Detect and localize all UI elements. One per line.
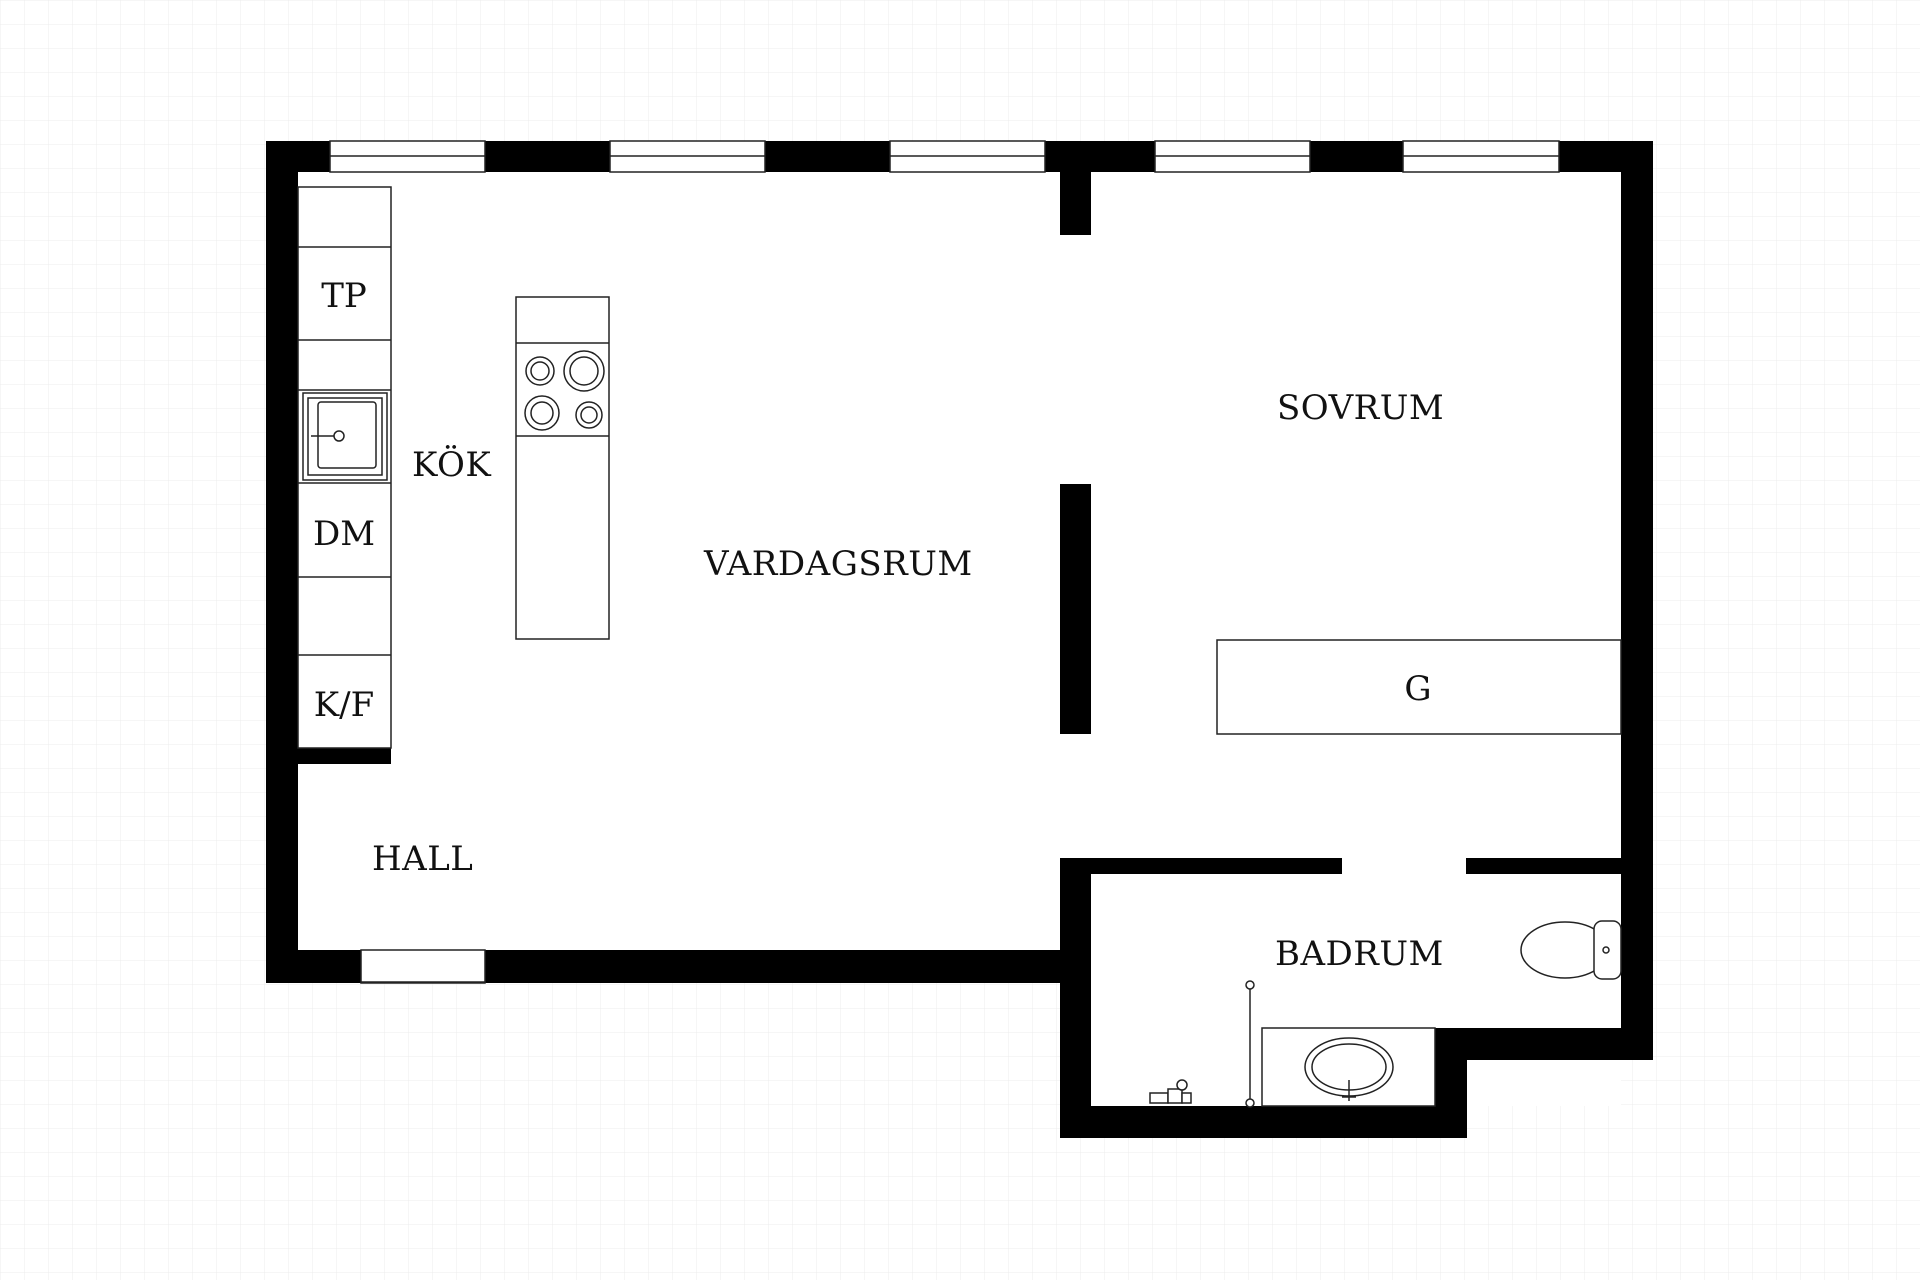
bathroom-step-wall <box>1435 1028 1653 1060</box>
room-label-sovrum: SOVRUM <box>1277 388 1444 428</box>
windows <box>329 140 1560 173</box>
bedroom-partition <box>1060 484 1091 734</box>
kitchen-island <box>515 296 610 640</box>
fixture-label-g: G <box>1404 669 1431 709</box>
kitchen-sink <box>302 392 388 481</box>
fixture-label-kf: K/F <box>314 685 374 725</box>
bottom-wall <box>485 950 1090 983</box>
top-wall-segment <box>765 141 890 172</box>
hob-icon <box>524 350 605 431</box>
shower-mixer-icon <box>1149 1079 1192 1104</box>
bathroom-left-wall <box>1060 858 1091 1138</box>
wardrobe <box>1216 639 1622 735</box>
entrance-door <box>360 949 486 984</box>
right-wall <box>1621 141 1653 1060</box>
top-wall-segment <box>485 141 610 172</box>
bathroom-bottom-wall <box>1060 1106 1467 1138</box>
partition-top-stub <box>1060 172 1091 235</box>
room-label-vardagsrum: VARDAGSRUM <box>703 544 973 584</box>
kitchen-end-wall <box>298 748 391 764</box>
toilet-icon <box>1520 920 1622 980</box>
left-wall <box>266 141 298 983</box>
top-wall-segment <box>1310 141 1403 172</box>
washbasin-icon <box>1261 1027 1436 1107</box>
shower-rail-icon <box>1245 980 1255 1108</box>
bathroom-top-wall <box>1060 858 1342 874</box>
fixture-label-tp: TP <box>321 276 367 316</box>
walls <box>266 141 1653 1138</box>
fixture-label-dm: DM <box>313 514 375 554</box>
bathroom-top-wall <box>1466 858 1621 874</box>
room-label-kok: KÖK <box>412 444 491 485</box>
room-label-hall: HALL <box>372 839 473 879</box>
top-wall-segment <box>1045 141 1155 172</box>
bottom-wall <box>266 950 361 983</box>
room-label-badrum: BADRUM <box>1275 934 1444 974</box>
